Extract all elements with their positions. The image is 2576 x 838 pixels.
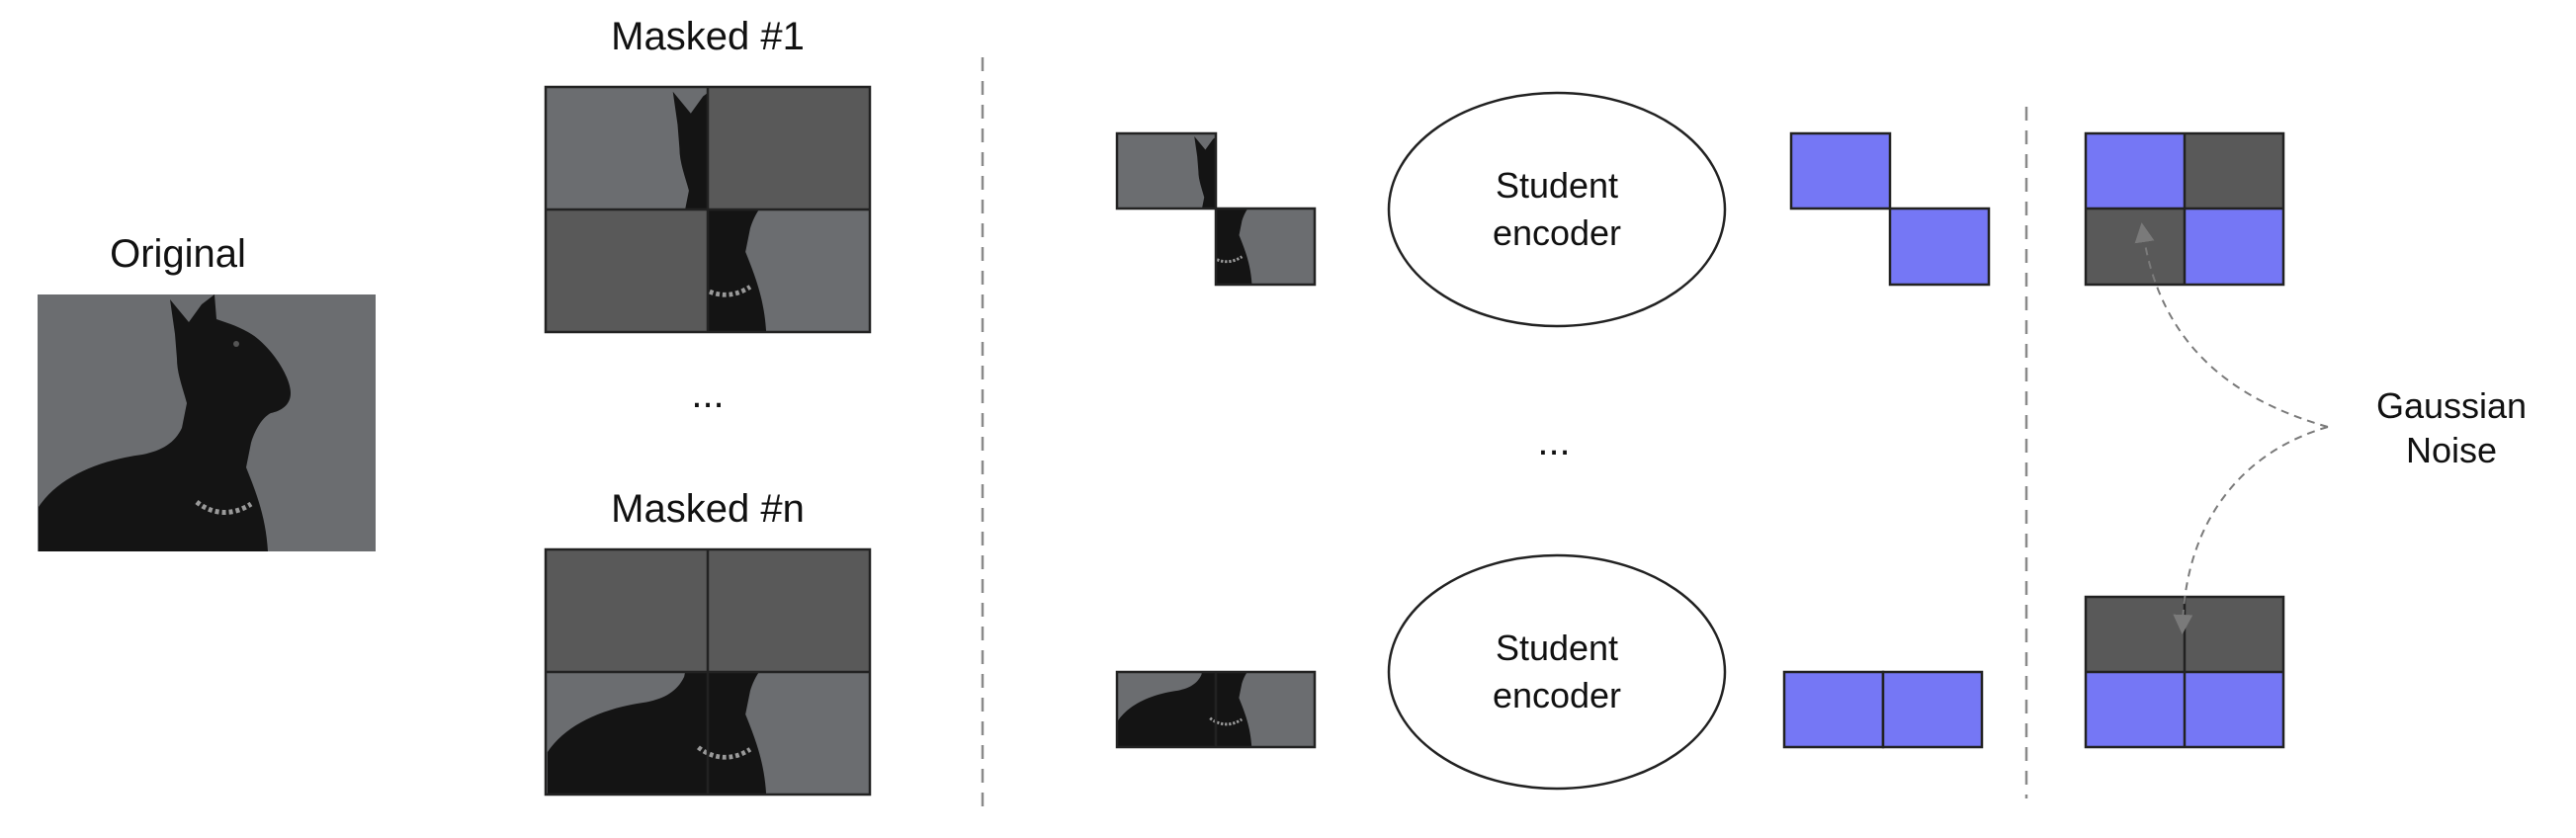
encoder-bottom-line1: Student: [1496, 628, 1618, 668]
views-ellipsis: ...: [691, 373, 724, 416]
gaussian-noise-label: Gaussian Noise: [2376, 385, 2527, 470]
noise-label-line2: Noise: [2406, 430, 2497, 470]
student-encoder-top: Student encoder: [1387, 91, 1727, 328]
visible-patches-bottom: [1115, 670, 1317, 749]
original-image: [38, 294, 376, 551]
noise-arrow-bottom: [2173, 426, 2329, 634]
visible-patches-top: [1115, 131, 1317, 287]
encoder-bottom-line2: encoder: [1493, 675, 1621, 715]
embeddings-bottom: [1782, 670, 1984, 749]
masked-1-label: Masked #1: [611, 15, 805, 58]
filled-grid-bottom: [2084, 595, 2285, 749]
masked-view-n: [544, 547, 872, 796]
original-label: Original: [110, 232, 246, 276]
filled-grid-top: [2084, 131, 2285, 287]
noise-arrows: [2134, 222, 2329, 634]
encoder-top-line1: Student: [1496, 165, 1618, 206]
noise-arrow-top: [2134, 222, 2329, 428]
masked-view-1: [544, 85, 872, 334]
noise-label-line1: Gaussian: [2376, 385, 2527, 426]
encoders-ellipsis: ...: [1537, 420, 1570, 463]
student-encoder-bottom: Student encoder: [1387, 553, 1727, 791]
embeddings-top: [1789, 131, 1991, 287]
masked-n-label: Masked #n: [611, 487, 805, 531]
encoder-top-line2: encoder: [1493, 212, 1621, 253]
